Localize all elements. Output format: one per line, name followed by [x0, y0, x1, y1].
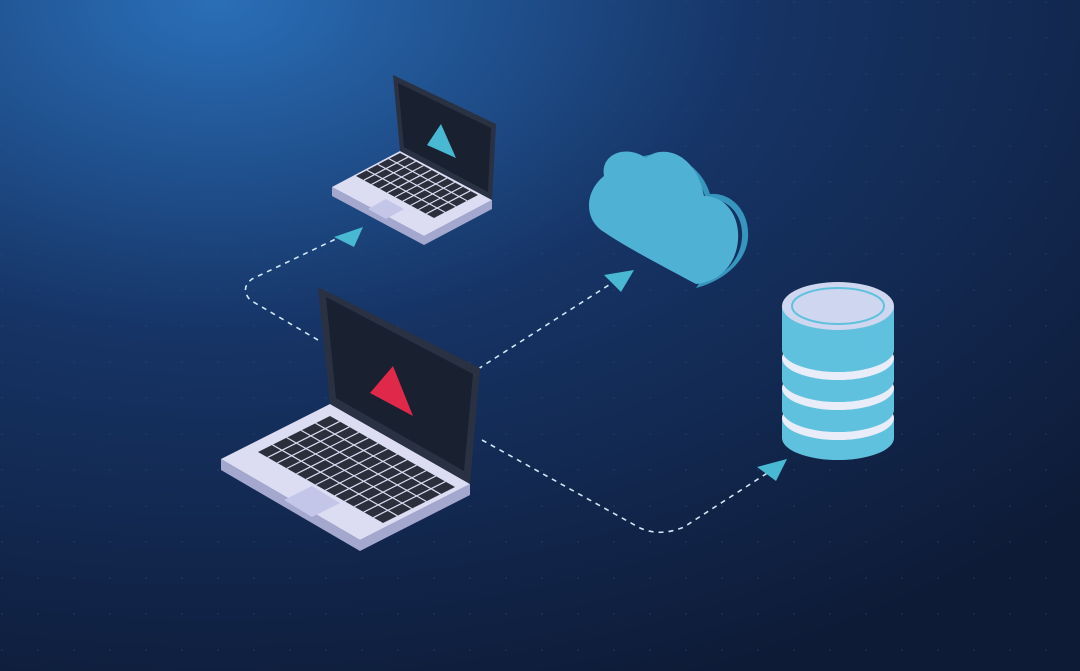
database — [782, 282, 894, 460]
database-icon — [782, 282, 894, 330]
